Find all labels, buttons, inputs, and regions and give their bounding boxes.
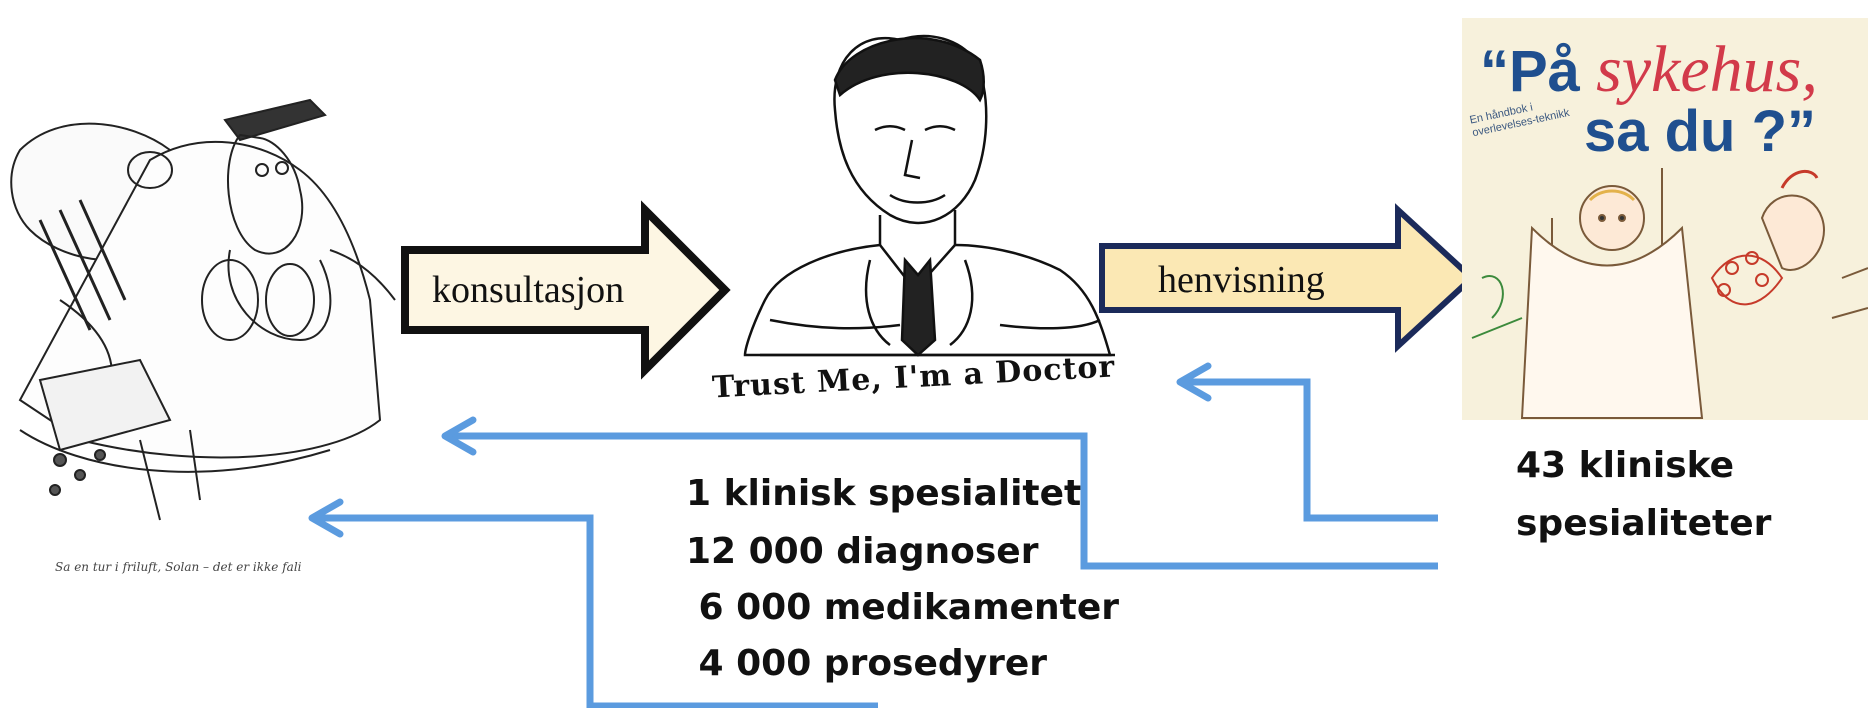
referral-arrow	[1099, 203, 1477, 353]
arrowhead-patient-lower	[308, 498, 344, 538]
referral-arrow-shape	[1099, 203, 1477, 353]
book-title-line1: “På sykehus,	[1480, 32, 1818, 108]
return-arrow-hospital-to-patient	[445, 432, 1438, 570]
return-arrow-hospital-to-gp	[1180, 378, 1438, 522]
gp-stat-specialty: 1 klinisk spesialitet	[686, 473, 1082, 514]
consultation-label: konsultasjon	[432, 269, 625, 311]
book-title-line2: sa du ?”	[1584, 99, 1817, 164]
referral-label: henvisning	[1158, 259, 1325, 301]
gp-stat-diagnoses: 12 000 diagnoser	[686, 531, 1039, 572]
consultation-arrow-shape	[401, 200, 731, 380]
hospital-stat-line1: 43 kliniske	[1516, 445, 1735, 486]
hospital-stat-line2: spesialiteter	[1516, 503, 1772, 544]
gp-stat-medications: 6 000 medikamenter	[686, 587, 1120, 628]
consultation-arrow	[401, 200, 731, 380]
return-arrow-gp-to-patient	[312, 514, 878, 708]
arrowhead-patient-upper	[441, 416, 477, 456]
book-title-part1: “På	[1480, 39, 1597, 104]
hospital-patient-illustration	[1471, 168, 1868, 419]
patient-caption: Sa en tur i friluft, Solan – det er ikke…	[55, 560, 302, 574]
return-arrowheads	[308, 362, 1212, 538]
arrowhead-gp	[1176, 362, 1212, 402]
book-title-italic: sykehus,	[1596, 33, 1818, 106]
sick-patient-illustration	[10, 98, 396, 521]
hospital-book-cover: “På sykehus, En håndbok i overlevelses-t…	[1462, 18, 1868, 420]
gp-stat-procedures: 4 000 prosedyrer	[686, 643, 1048, 684]
return-arrows	[312, 378, 1438, 708]
doctor-illustration	[743, 34, 1115, 357]
